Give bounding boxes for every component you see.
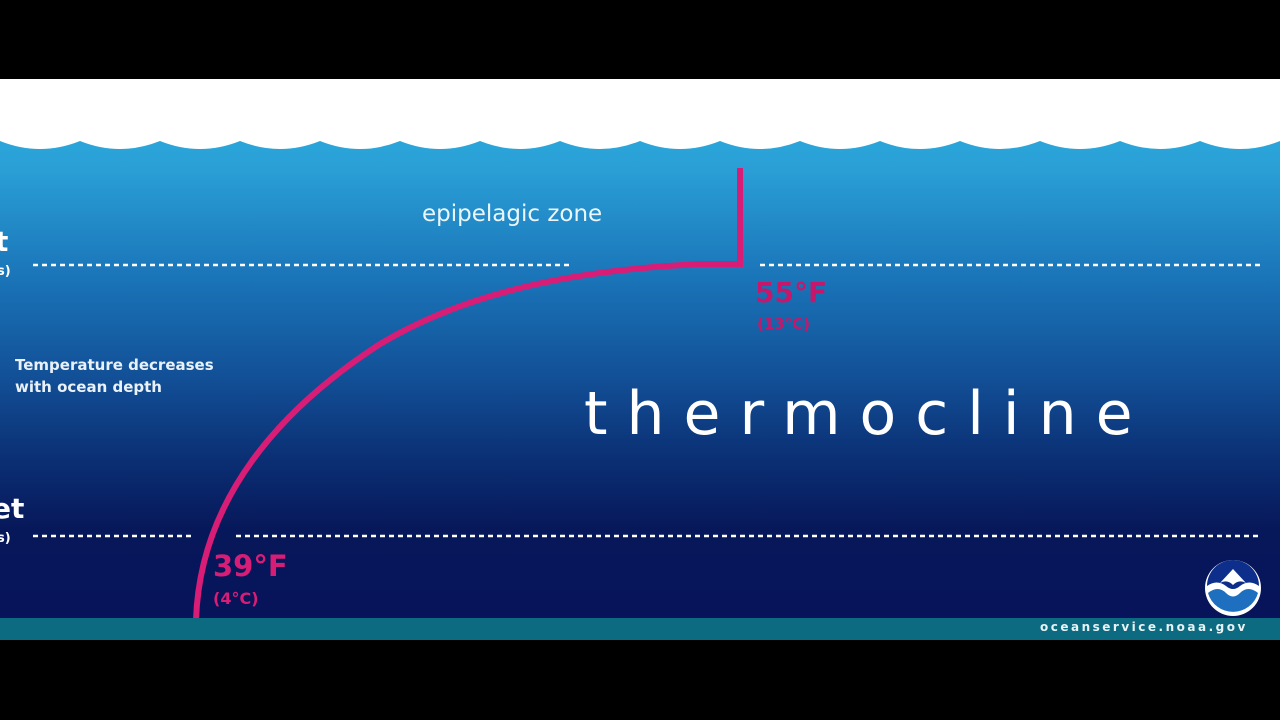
thermocline-diagram: epipelagic zone Temperature decreases wi… xyxy=(0,79,1280,640)
thermocline-title: thermocline xyxy=(584,379,1152,449)
side-note-line-1: Temperature decreases xyxy=(15,356,214,374)
warm-temp-celsius: (13°C) xyxy=(757,315,811,333)
depth-lines xyxy=(33,168,1262,621)
surface-waves xyxy=(0,79,1280,149)
edge-label-top: t xyxy=(0,225,9,258)
ocean-floor-band xyxy=(0,618,1280,640)
side-note-line-2: with ocean depth xyxy=(15,378,162,396)
noaa-logo-icon xyxy=(1205,560,1261,616)
side-note: Temperature decreases with ocean depth xyxy=(15,354,235,398)
edge-label-bottom: et xyxy=(0,492,25,525)
temperature-curve xyxy=(193,168,743,621)
edge-label-bottom-sub: s) xyxy=(0,531,11,546)
zone-label: epipelagic zone xyxy=(422,201,603,227)
cold-temp-fahrenheit: 39°F xyxy=(213,549,288,583)
wave-edge xyxy=(0,79,1280,149)
source-credit: oceanservice.noaa.gov xyxy=(1040,620,1248,634)
edge-label-top-sub: s) xyxy=(0,264,11,279)
warm-temp-fahrenheit: 55°F xyxy=(755,276,828,309)
cold-temp-celsius: (4°C) xyxy=(213,589,259,608)
